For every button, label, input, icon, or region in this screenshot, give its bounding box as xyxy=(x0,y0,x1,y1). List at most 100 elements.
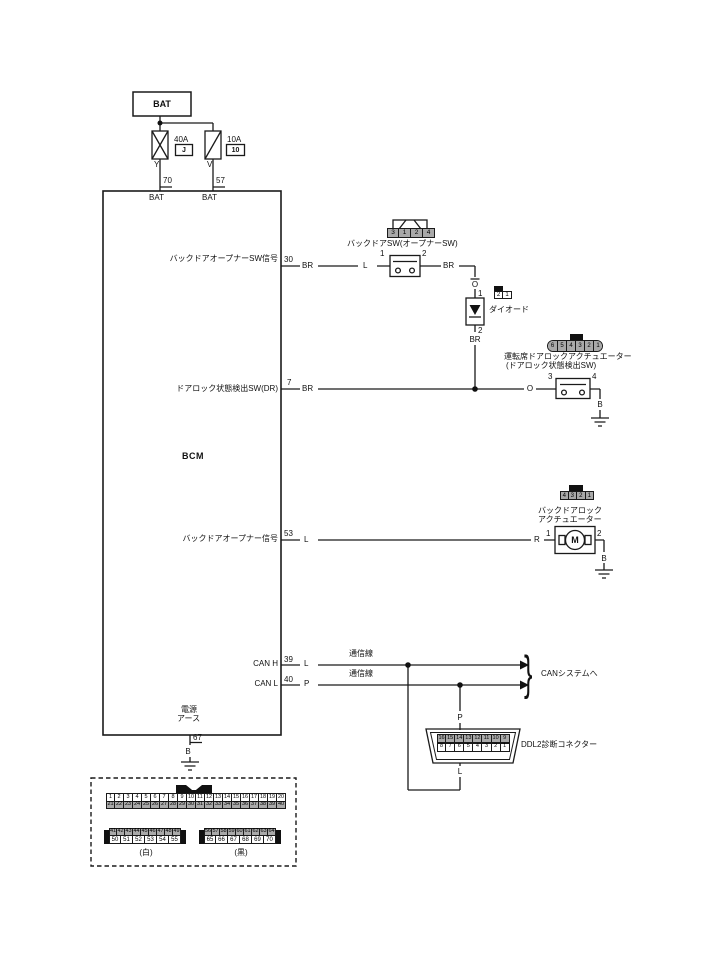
connector-pin-cell: 32 xyxy=(205,800,214,810)
driver-lock-sw-pin-4: 4 xyxy=(592,372,597,381)
ddl2-outline-inner xyxy=(429,732,517,760)
wire-color-r: R xyxy=(534,535,540,544)
ground-symbol xyxy=(591,417,609,427)
connector-pin-cell: 54 xyxy=(157,835,169,845)
bcm-pin-57: 57 xyxy=(216,176,225,185)
fusible-link-rating: 40A xyxy=(174,135,189,144)
ground-symbol xyxy=(595,569,613,579)
bcm-pin67-signal-2: アース xyxy=(177,714,201,723)
fuse-code-box xyxy=(225,143,246,157)
fuse-rating: 10A xyxy=(227,135,242,144)
connector-pin-cell: 2 xyxy=(411,228,423,238)
bcm-pin39-signal: CAN H xyxy=(253,659,278,668)
bcm-pin-70: 70 xyxy=(163,176,172,185)
driver-lock-sw-symbol xyxy=(555,377,591,400)
junctions-and-arrows xyxy=(157,120,529,690)
connector-pin-cell: 31 xyxy=(196,800,205,810)
bcm-pin67-signal-1: 電源 xyxy=(181,705,197,714)
backdoor-sw-pin-2: 2 xyxy=(422,249,427,258)
connector-end-cap xyxy=(276,830,281,844)
wire-color-o: O xyxy=(471,280,479,289)
diode-pin-1: 1 xyxy=(478,289,483,298)
connector-pin-cell: 33 xyxy=(214,800,223,810)
driver-actuator-label-1: 運転席ドアロックアクチュエーター xyxy=(504,352,632,361)
connector-pin-cell: 70 xyxy=(264,835,276,845)
backdoor-actuator-connector-tab xyxy=(569,485,583,492)
bcm-pin30-signal: バックドアオープナーSW信号 xyxy=(169,254,278,263)
connector-pin-cell: 24 xyxy=(133,800,142,810)
diode-symbol-box xyxy=(465,297,485,326)
motor-label: M xyxy=(571,535,579,545)
actuator-pin-1: 1 xyxy=(546,529,551,538)
pin67-wire xyxy=(189,735,202,762)
junction-dot xyxy=(472,386,478,392)
motor-brush-right xyxy=(584,534,592,546)
connector-pin-cell: 21 xyxy=(106,800,115,810)
connector-pin-cell: 6 xyxy=(455,742,465,752)
connector-pin-cell: 55 xyxy=(169,835,181,845)
backdoor-sw-contact xyxy=(408,267,416,274)
wire-color-l: L xyxy=(457,767,463,776)
can-drop-wires xyxy=(407,665,461,791)
junction-dot xyxy=(157,120,163,126)
connector-latch-tab xyxy=(176,785,212,794)
connector-pin-cell: 25 xyxy=(142,800,151,810)
connector-pin-cell: 1 xyxy=(593,341,602,351)
connector-pin-cell: 27 xyxy=(160,800,169,810)
bcm-pin-57-label: BAT xyxy=(202,193,217,202)
connector-pin-cell: 4 xyxy=(473,742,483,752)
bcm-pin7-number: 7 xyxy=(287,378,292,387)
wire-color-br: BR xyxy=(302,384,314,393)
backdoor-sw-symbol xyxy=(389,254,421,278)
ddl2-label: DDL2診断コネクター xyxy=(521,740,598,749)
driver-lock-sw-contact xyxy=(578,389,586,396)
bcm-pin67-number: 67 xyxy=(193,733,202,742)
wire-color-o: O xyxy=(526,384,534,393)
connector-block-dashed-box xyxy=(90,777,297,867)
latch-notch xyxy=(186,785,202,790)
connector-pin-cell: 3 xyxy=(482,742,492,752)
connector-pin-cell: 35 xyxy=(232,800,241,810)
connector-pin-cell: 53 xyxy=(145,835,157,845)
bcm-box xyxy=(102,190,282,736)
bcm-pin53-number: 53 xyxy=(284,529,293,538)
driver-actuator-connector-tab xyxy=(570,334,583,341)
wire-color-p: P xyxy=(304,679,310,688)
diode-triangle xyxy=(469,305,481,315)
arrow-right-icon xyxy=(520,680,529,690)
connector-end-cap xyxy=(199,830,204,844)
motor-brush-left xyxy=(558,534,566,546)
wire-color-l: L xyxy=(304,535,309,544)
fuse-code: 10 xyxy=(231,146,240,154)
fusible-link-x xyxy=(151,130,169,160)
can-l-line-label: 通信線 xyxy=(349,669,373,678)
bcm-pin7-signal: ドアロック状態検出SW(DR) xyxy=(176,384,278,393)
fuse-diagonal xyxy=(204,130,222,160)
connector-end-cap xyxy=(104,830,109,844)
connector-pin-cell: 3 xyxy=(387,228,399,238)
bcm-pin-70-label: BAT xyxy=(149,193,164,202)
ddl2-outline-outer xyxy=(425,728,521,764)
wire-color-br: BR xyxy=(469,335,481,344)
connector-pin-cell: 22 xyxy=(115,800,124,810)
wire-color-br: BR xyxy=(443,261,455,270)
backdoor-sw-contact xyxy=(394,267,402,274)
bcm-pin53-signal: バックドアオープナー信号 xyxy=(182,534,278,543)
connector-pin-cell: 2 xyxy=(494,291,503,299)
connector-pin-cell: 23 xyxy=(124,800,133,810)
wire-color-b: B xyxy=(185,747,191,756)
connector-pin-cell: 30 xyxy=(187,800,196,810)
left-connector-color-label: (白) xyxy=(139,848,153,857)
connector-pin-cell: 29 xyxy=(178,800,187,810)
right-connector-color-label: (黒) xyxy=(234,848,248,857)
connector-pin-cell: 52 xyxy=(133,835,145,845)
can-destination-label: CANシステムへ xyxy=(541,669,598,678)
